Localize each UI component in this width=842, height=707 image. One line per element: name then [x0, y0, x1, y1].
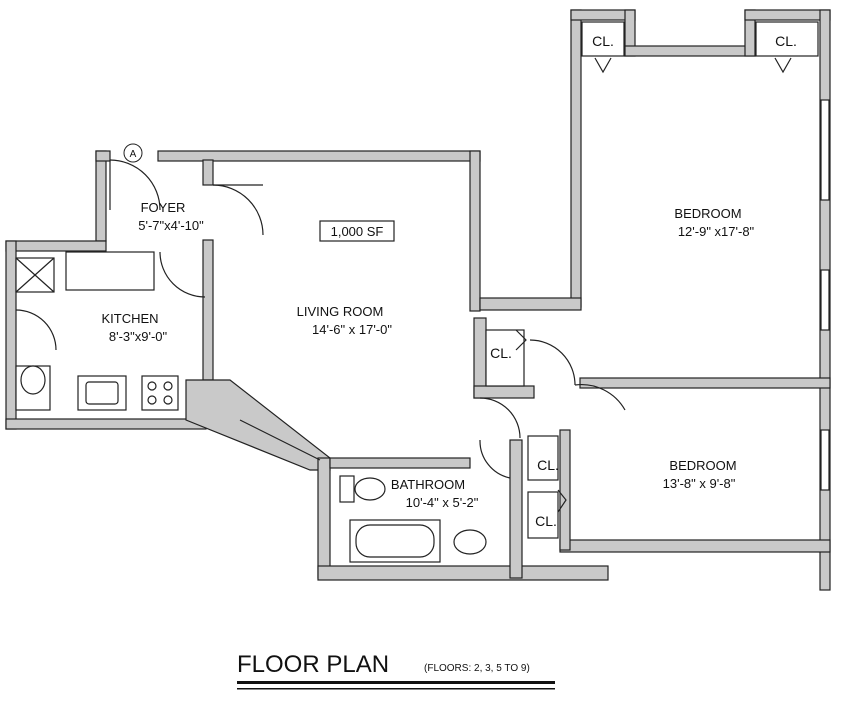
- living-room-dims: 14'-6" x 17'-0": [312, 322, 392, 337]
- bathroom-fixtures: [339, 475, 487, 563]
- footer-underline-thick: [237, 681, 555, 684]
- closet-label: CL.: [537, 457, 559, 473]
- walls: [5, 9, 831, 591]
- closets: [485, 21, 819, 539]
- doors: [15, 159, 626, 479]
- bathroom-dims: 10'-4" x 5'-2": [406, 495, 479, 510]
- closet-label: CL.: [592, 33, 614, 49]
- bedroom2-dims: 13'-8" x 9'-8": [663, 476, 736, 491]
- kitchen-label: KITCHEN: [101, 311, 158, 326]
- closet-label: CL.: [775, 33, 797, 49]
- bathroom-label: BATHROOM: [391, 477, 465, 492]
- bedroom1-dims: 12'-9" x17'-8": [678, 224, 755, 239]
- entry-marker: A: [130, 149, 137, 160]
- kitchen-dims: 8'-3"x9'-0": [109, 329, 168, 344]
- foyer-label: FOYER: [141, 200, 186, 215]
- footer-underline-thin: [237, 688, 555, 690]
- closet-label: CL.: [535, 513, 557, 529]
- entry-marker-circle: [123, 143, 143, 163]
- living-room-label: LIVING ROOM: [297, 304, 384, 319]
- kitchen-fixtures: [15, 251, 179, 411]
- closet-label: CL.: [490, 345, 512, 361]
- foyer-dims: 5'-7"x4'-10": [138, 218, 204, 233]
- footer-title: FLOOR PLAN: [237, 651, 389, 678]
- area-badge: 1,000 SF: [331, 224, 384, 239]
- area-badge-box: [319, 220, 395, 242]
- bedroom1-label: BEDROOM: [674, 206, 741, 221]
- footer-subtitle: (FLOORS: 2, 3, 5 TO 9): [424, 663, 530, 674]
- bedroom2-label: BEDROOM: [669, 458, 736, 473]
